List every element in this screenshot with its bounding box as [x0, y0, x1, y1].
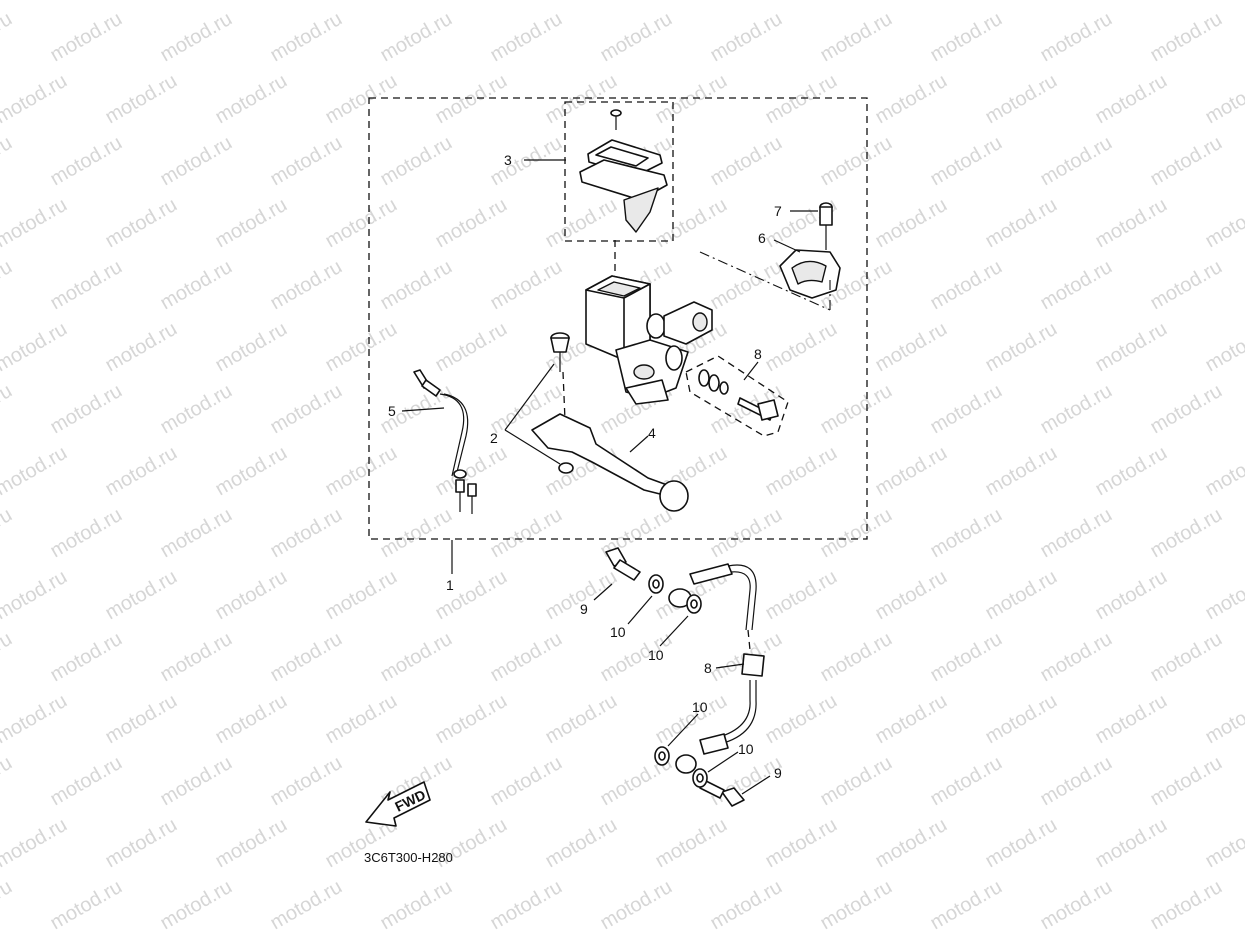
callout-10-c: 10	[692, 699, 708, 715]
copper-washer-3	[654, 746, 670, 766]
callout-9-lower: 9	[774, 765, 782, 781]
callout-9-upper: 9	[580, 601, 588, 617]
leader-lines	[401, 159, 818, 795]
callout-7: 7	[774, 203, 782, 219]
callout-8-hose: 8	[704, 660, 712, 676]
handlebar-clamp	[699, 249, 841, 314]
callout-10-d: 10	[738, 741, 754, 757]
piston-seal-kit	[698, 369, 779, 421]
brake-hose	[668, 563, 765, 774]
callout-6: 6	[758, 230, 766, 246]
brake-light-switch	[413, 369, 477, 514]
reservoir-cap-box-3	[564, 101, 674, 242]
cap-screw	[610, 109, 622, 130]
copper-washer-1	[648, 574, 664, 594]
callout-5: 5	[388, 403, 396, 419]
seal-kit-box-8	[685, 355, 789, 437]
callout-10-a: 10	[610, 624, 626, 640]
union-bolt-lower	[699, 779, 745, 807]
lever-nut	[558, 462, 574, 474]
callout-10-b: 10	[648, 647, 664, 663]
forward-direction-arrow: FWD	[365, 781, 431, 827]
copper-washer-2	[686, 594, 702, 614]
callout-1: 1	[446, 577, 454, 593]
diagram-code: 3C6T300-H280	[364, 850, 453, 865]
union-bolt-upper	[605, 547, 641, 581]
callout-2: 2	[490, 430, 498, 446]
assembly-box-1	[368, 97, 868, 540]
lever-pivot-bolt	[550, 332, 570, 421]
reservoir-cap	[579, 109, 668, 282]
diaphragm-plate	[579, 159, 668, 201]
callout-3: 3	[504, 152, 512, 168]
callout-4: 4	[648, 425, 656, 441]
callout-8-seal-kit: 8	[754, 346, 762, 362]
master-cylinder-body	[585, 275, 713, 405]
copper-washer-4	[692, 768, 708, 788]
clamp-bolt	[819, 202, 833, 250]
diaphragm	[623, 187, 659, 233]
